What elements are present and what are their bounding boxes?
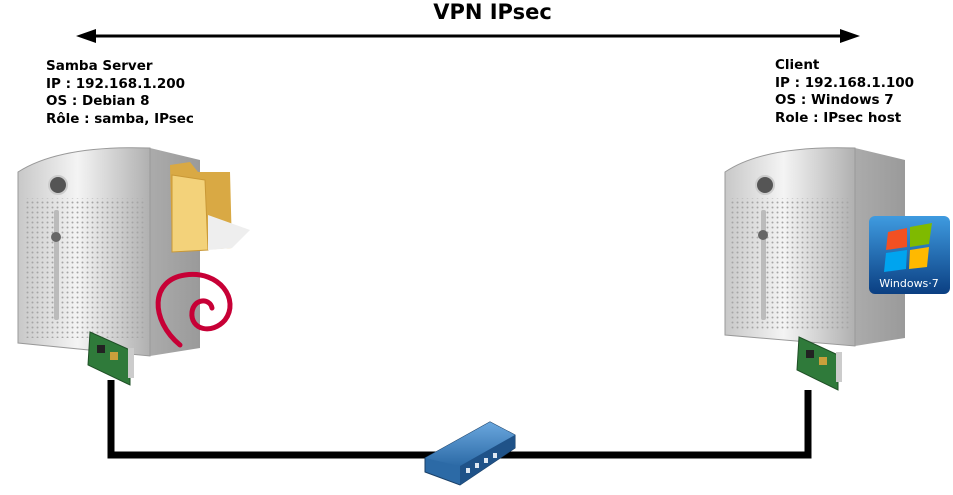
network-card-icon: [87, 331, 134, 386]
server-os: OS : Debian 8: [46, 93, 150, 109]
server-ip: IP : 192.168.1.200: [46, 75, 186, 92]
network-switch-icon: [424, 421, 516, 486]
debian-logo-icon: [155, 272, 233, 348]
server-info: Samba Server IP : 192.168.1.200 OS : Deb…: [46, 58, 194, 128]
samba-server-tower-icon: [17, 147, 200, 357]
client-role: Role : IPsec host: [775, 109, 902, 126]
client-name: Client: [775, 57, 820, 73]
client-os: OS : Windows 7: [775, 92, 894, 108]
client-tower-icon: [724, 147, 905, 347]
network-card-icon: [796, 336, 842, 391]
diagram-title: VPN IPsec: [433, 0, 552, 24]
vpn-tunnel-arrow: [76, 29, 860, 43]
server-name: Samba Server: [46, 58, 153, 74]
server-role: Rôle : samba, IPsec: [46, 110, 194, 127]
shared-folder-icon: [170, 162, 250, 253]
client-info: Client IP : 192.168.1.100 OS : Windows 7…: [775, 57, 914, 127]
client-ip: IP : 192.168.1.100: [775, 74, 915, 91]
windows-logo-text: Windows·7: [879, 277, 939, 290]
windows-7-logo-icon: Windows·7: [869, 216, 950, 294]
